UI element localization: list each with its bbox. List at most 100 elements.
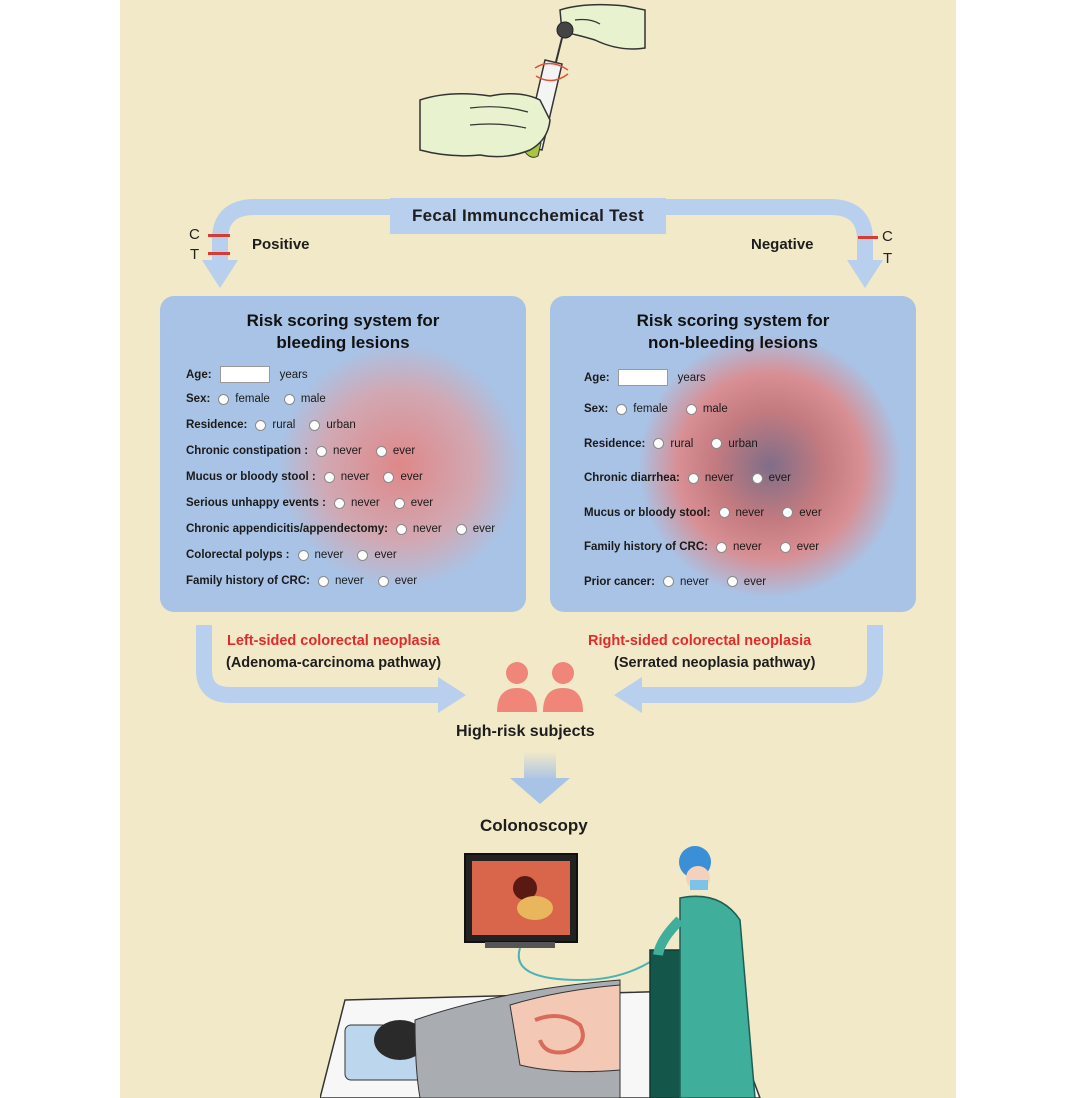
radio-button[interactable] [715,541,727,553]
radio-button[interactable] [653,438,665,449]
radio-option[interactable]: never [333,497,380,509]
negative-label: Negative [751,236,814,253]
left-pathway-subtitle: (Adenoma-carcinoma pathway) [226,655,442,671]
radio-option-label: ever [743,575,767,588]
panel-title-line2: bleeding lesions [276,333,410,352]
radio-button[interactable] [316,445,328,457]
radio-option[interactable]: never [687,472,734,484]
radio-option[interactable]: never [297,549,343,561]
radio-button[interactable] [779,541,791,553]
panel-title-line1: Risk scoring system for [636,311,830,330]
radio-button[interactable] [751,472,763,484]
radio-option[interactable]: never [395,523,442,535]
radio-option-label: urban [326,419,356,431]
radio-option[interactable]: male [283,393,326,405]
radio-option[interactable]: never [715,541,762,553]
radio-button[interactable] [662,576,674,587]
radio-option[interactable]: ever [782,506,822,519]
radio-option-label: ever [472,523,496,535]
radio-button[interactable] [333,497,345,509]
risk-field-label: Mucus or bloody stool: [584,506,711,519]
radio-button[interactable] [687,472,699,484]
radio-button[interactable] [357,549,369,561]
risk-field-label: Sex: [584,403,609,415]
radio-option[interactable]: female [616,403,668,415]
convergence-arrows [196,625,883,713]
radio-option[interactable]: ever [375,445,415,457]
control-line-label-right: C [882,228,893,245]
radio-option-label: ever [799,506,822,519]
radio-option[interactable]: rural [255,419,295,431]
age-unit: years [677,371,706,384]
radio-option[interactable]: urban [711,438,758,450]
radio-button[interactable] [283,393,295,405]
radio-button[interactable] [375,445,387,457]
radio-button[interactable] [218,393,230,405]
radio-button[interactable] [377,575,389,587]
radio-option[interactable]: female [218,393,270,405]
colon-lumen-backdrop [640,336,900,596]
radio-button[interactable] [718,507,730,518]
radio-button[interactable] [255,419,267,431]
test-line-label-right: T [883,250,893,267]
non-bleeding-risk-panel: Risk scoring system for non-bleeding les… [550,296,916,612]
radio-button[interactable] [323,471,335,483]
radio-option[interactable]: never [323,471,369,483]
age-input[interactable] [219,366,270,383]
radio-option-label: rural [670,437,694,450]
colon-lumen-backdrop [280,346,520,586]
fit-sampling-illustration [419,3,646,158]
radio-option[interactable]: never [317,575,364,587]
radio-button[interactable] [726,576,738,587]
radio-button[interactable] [711,438,723,449]
radio-option[interactable]: never [718,507,764,519]
risk-field-row: Mucus or bloody stool: never ever [584,507,822,519]
age-label: Age: [584,371,610,384]
radio-option[interactable]: ever [357,549,397,561]
radio-option[interactable]: male [685,403,728,415]
radio-option-label: ever [796,541,820,553]
radio-button[interactable] [685,403,697,415]
radio-button[interactable] [383,471,395,483]
radio-option-label: never [732,541,762,553]
age-input[interactable] [617,369,668,386]
radio-option[interactable]: never [316,445,362,457]
radio-option[interactable]: ever [455,523,496,535]
radio-option[interactable]: never [662,575,709,588]
radio-option-label: never [350,497,380,509]
diagram-canvas: Fecal Immuncchemical Test C T C T Positi… [120,0,956,1098]
radio-option[interactable]: ever [377,575,417,587]
radio-option[interactable]: ever [383,471,423,483]
radio-button[interactable] [616,403,628,415]
radio-option-label: never [334,575,364,587]
radio-button[interactable] [393,497,405,509]
radio-option[interactable]: ever [726,575,767,588]
positive-label: Positive [252,236,310,253]
colonoscopy-illustration [320,846,761,1098]
radio-option-label: never [679,575,709,588]
risk-field-label: Prior cancer: [584,575,655,588]
radio-button[interactable] [782,507,794,518]
radio-button[interactable] [309,419,321,431]
radio-button[interactable] [317,575,329,587]
radio-option-label: rural [272,419,296,431]
radio-option[interactable]: ever [779,541,820,553]
people-icon [497,662,583,712]
colonoscopy-label: Colonoscopy [480,816,588,835]
radio-option-label: ever [400,471,423,483]
radio-button[interactable] [297,549,309,561]
radio-option[interactable]: rural [653,438,693,450]
radio-option-label: female [235,393,270,405]
radio-option[interactable]: ever [393,497,433,509]
radio-button[interactable] [395,523,407,535]
risk-field-label: Residence: [186,419,248,431]
radio-option[interactable]: ever [751,472,791,484]
radio-option-label: never [333,445,362,457]
risk-field-label: Chronic appendicitis/appendectomy: [186,523,388,535]
risk-field-row: Residence: rural urban [186,419,356,431]
age-label: Age: [186,368,212,381]
control-line-left [208,234,230,237]
radio-option[interactable]: urban [309,419,356,431]
radio-button[interactable] [455,523,467,535]
